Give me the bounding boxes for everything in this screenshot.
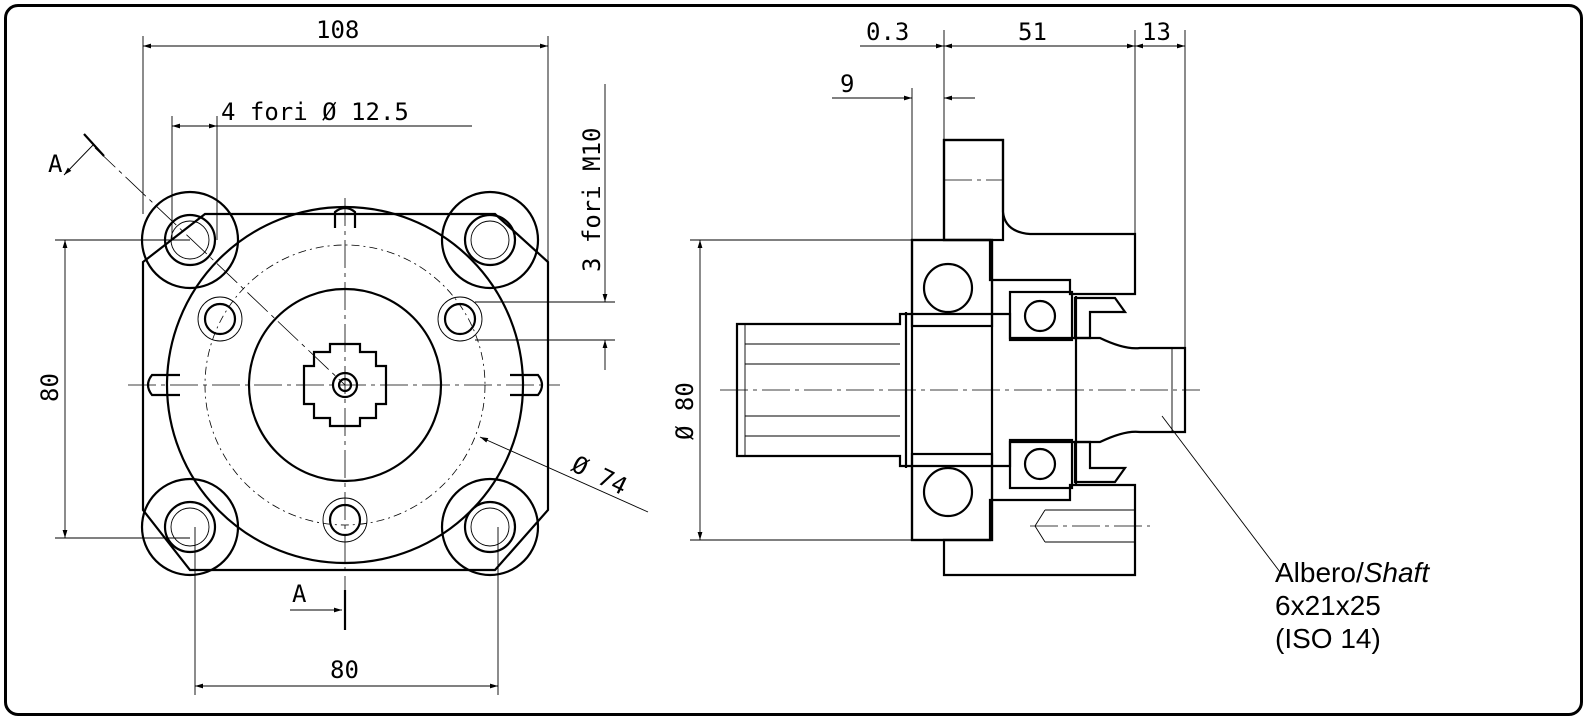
- dim-0-3: 0.3: [866, 18, 909, 46]
- rear-ball-top: [1023, 299, 1057, 333]
- mounting-hole: [163, 500, 217, 554]
- threaded-hole-thread: [437, 296, 483, 342]
- dim-dia-80: Ø 80: [671, 382, 699, 440]
- pilot-circle: [247, 287, 443, 483]
- top-ear: [333, 206, 357, 228]
- rear-ball-bottom: [1023, 447, 1057, 481]
- shaft-note-standard: (ISO 14): [1275, 623, 1381, 654]
- threaded-hole-m10: [203, 302, 237, 336]
- shaft-note-title: Albero/Shaft: [1275, 557, 1430, 588]
- dim-13: 13: [1142, 18, 1171, 46]
- bearing-outer-ring-bottom: [910, 452, 994, 542]
- leader-pcd-74: [479, 436, 649, 513]
- dim-pcd-74: Ø 74: [567, 450, 631, 501]
- threaded-hole-m10: [443, 302, 477, 336]
- side-ear-left: [146, 373, 180, 397]
- mounting-hole: [463, 500, 517, 554]
- shaft-seal-top: [1073, 296, 1128, 340]
- dim-51: 51: [1018, 18, 1047, 46]
- dim-bottom-80: 80: [330, 656, 359, 684]
- mounting-hole-inner: [170, 507, 210, 547]
- threaded-hole-m10: [328, 503, 362, 537]
- flange-section-bottom: [942, 483, 1137, 577]
- mounting-hole-inner: [470, 220, 510, 260]
- threaded-hole-thread: [322, 497, 368, 543]
- shaft-center-bore: [331, 371, 359, 399]
- corner-boss-top-right: [440, 190, 540, 290]
- section-cut-line: [94, 147, 346, 386]
- rear-bearing-bottom: [1008, 438, 1074, 490]
- shaft-note-shaft: Shaft: [1364, 557, 1431, 588]
- shaft-note-spec: 6x21x25: [1275, 590, 1381, 621]
- dim-holes-4: 4 fori Ø 12.5: [221, 98, 409, 126]
- side-ear-right: [510, 373, 544, 397]
- mounting-hole-inner: [470, 507, 510, 547]
- section-letter-top: A: [48, 150, 63, 178]
- shaft-seal-bottom: [1073, 440, 1128, 484]
- front-view: A A 108 4 fori Ø 12.5 3 fori M10 80 80: [36, 16, 649, 695]
- rear-bearing-top: [1008, 290, 1074, 342]
- section-letter-bottom: A: [292, 580, 307, 608]
- bearing-ball-bottom: [922, 466, 974, 518]
- shaft-body: [735, 312, 1187, 468]
- pitch-circle: [204, 244, 486, 526]
- flange-section-top: [942, 138, 1137, 296]
- spline-profile: [302, 342, 388, 428]
- section-mark-top: [83, 133, 105, 157]
- mounting-hole: [463, 213, 517, 267]
- corner-boss-bottom-right: [440, 477, 540, 577]
- section-arrow-top: [63, 143, 95, 176]
- shaft-leader-line: [1161, 415, 1281, 573]
- shaft-center-dot: [337, 377, 353, 393]
- bearing-outer-ring-top: [910, 238, 994, 328]
- shaft-note-albero: Albero/: [1275, 557, 1364, 588]
- drawing-frame: [4, 4, 1583, 716]
- dim-holes-m10: 3 fori M10: [578, 128, 606, 273]
- dim-height-80: 80: [36, 373, 64, 402]
- shaft-note: Albero/Shaft 6x21x25 (ISO 14): [1275, 557, 1430, 654]
- flange-ear: [942, 138, 1005, 242]
- threaded-hole-thread: [197, 296, 243, 342]
- bearing-ball-top: [922, 262, 974, 314]
- dim-width-108: 108: [316, 16, 359, 44]
- dim-9: 9: [840, 70, 854, 98]
- section-view: Ø 80 0.3 51 13 9: [671, 18, 1281, 577]
